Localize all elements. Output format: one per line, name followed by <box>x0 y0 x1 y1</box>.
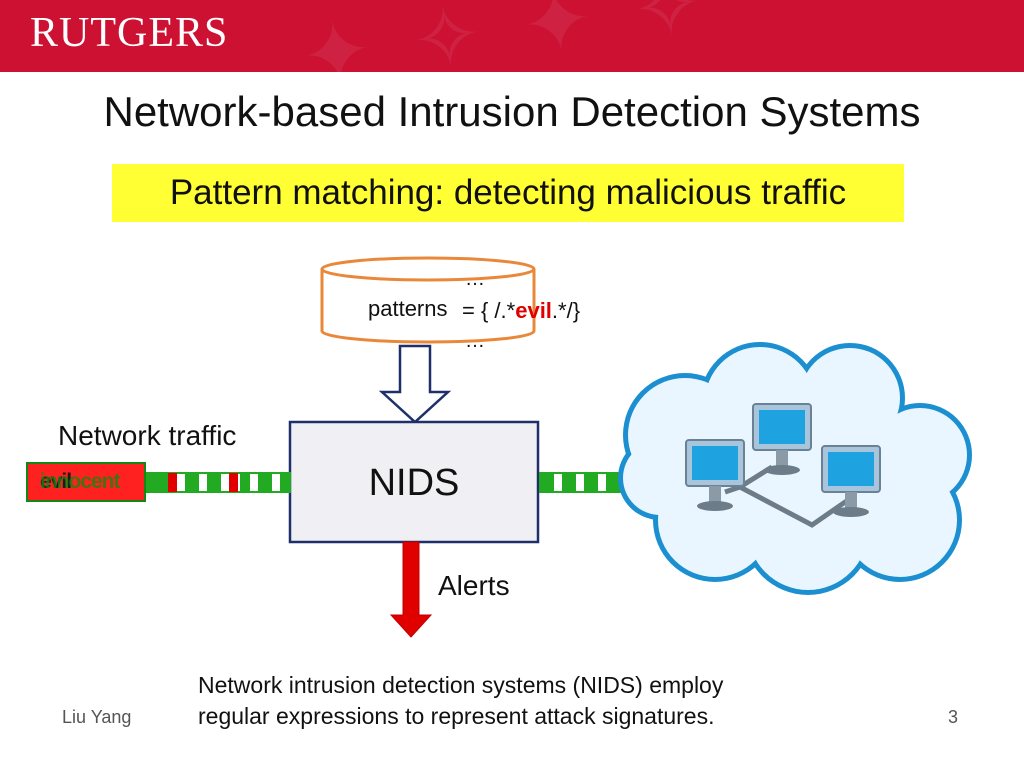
network-traffic-label: Network traffic <box>58 420 237 451</box>
footer-author: Liu Yang <box>62 707 132 727</box>
database-cylinder-icon <box>320 256 536 344</box>
down-arrow-icon <box>378 344 452 424</box>
regex-prefix: = { /.* <box>462 298 516 323</box>
note-line-2: regular expressions to represent attack … <box>198 703 715 729</box>
computer-icon-3 <box>821 445 881 517</box>
header-banner: ✦ ✧ ✦ ✧ RUTGERS <box>0 0 1024 72</box>
packet-label: evil innocent <box>40 470 120 494</box>
database-dots-bottom: … <box>465 330 485 352</box>
packet-text-evil: evil <box>40 470 72 493</box>
alerts-label: Alerts <box>438 570 510 601</box>
computer-icon-2 <box>752 403 812 475</box>
rutgers-logo: RUTGERS <box>30 10 229 56</box>
database-patterns-label: patterns <box>368 296 448 321</box>
slide-note: Network intrusion detection systems (NID… <box>198 670 723 732</box>
regex-keyword: evil <box>515 298 552 323</box>
regex-suffix: .*/} <box>551 298 581 323</box>
computer-icon-1 <box>685 439 745 511</box>
nids-box <box>288 420 540 544</box>
database-regex: = { /.*evil.*/} <box>462 298 580 324</box>
footer-page-number: 3 <box>948 707 959 727</box>
packet-text-innocent: innocent <box>40 470 120 493</box>
slide-title: Network-based Intrusion Detection System… <box>103 88 921 135</box>
nids-label: NIDS <box>368 462 460 504</box>
incoming-traffic-stream <box>145 472 291 493</box>
red-alert-arrow-icon <box>389 541 433 638</box>
database-dots-top: … <box>465 268 485 290</box>
packet-box <box>26 462 146 502</box>
note-line-1: Network intrusion detection systems (NID… <box>198 672 724 698</box>
slide-subtitle: Pattern matching: detecting malicious tr… <box>112 164 904 222</box>
